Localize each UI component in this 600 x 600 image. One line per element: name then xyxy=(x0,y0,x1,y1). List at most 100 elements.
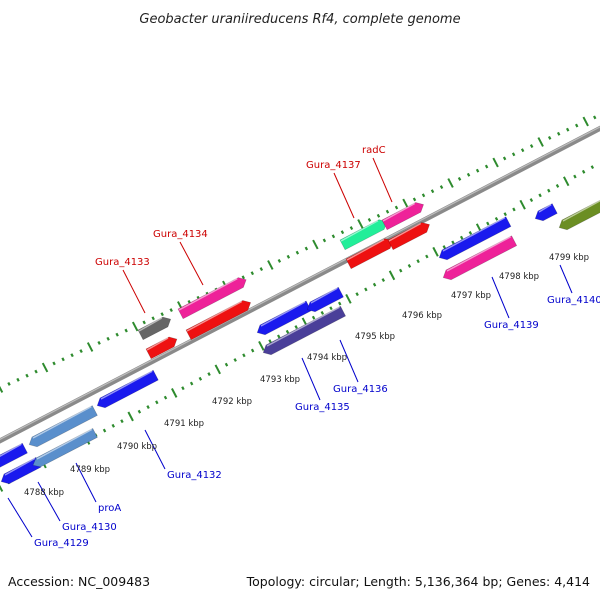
minor-tick xyxy=(466,172,471,177)
minor-tick xyxy=(529,144,534,149)
minor-tick xyxy=(503,212,507,217)
leader-line xyxy=(75,462,97,503)
kbp-label: 4796 kbp xyxy=(402,311,442,321)
gene-block-highlight xyxy=(138,317,163,332)
major-tick xyxy=(582,116,589,127)
minor-tick xyxy=(484,164,489,169)
minor-tick xyxy=(250,271,255,276)
gene-block xyxy=(177,277,247,320)
gene-block-highlight xyxy=(146,337,169,351)
backbone-line xyxy=(0,125,600,444)
kbp-label: 4793 kbp xyxy=(260,375,300,385)
gene-block xyxy=(28,405,98,448)
minor-tick xyxy=(25,373,29,378)
gene-block xyxy=(96,369,159,409)
major-tick xyxy=(432,246,439,257)
minor-tick xyxy=(451,240,455,245)
map-title: Geobacter uraniireducens Rf4, complete g… xyxy=(139,12,460,27)
gene-block xyxy=(387,222,430,251)
minor-tick xyxy=(593,115,597,120)
summary-text: Topology: circular; Length: 5,136,364 bp… xyxy=(246,574,590,589)
gene-block xyxy=(0,442,28,468)
minor-tick xyxy=(457,176,462,181)
minor-tick xyxy=(207,372,211,377)
major-tick xyxy=(0,385,4,393)
gene-label: Gura_4136 xyxy=(333,384,388,395)
gene-block-highlight xyxy=(310,287,338,304)
minor-tick xyxy=(16,377,20,382)
minor-tick xyxy=(242,353,246,358)
minor-tick xyxy=(224,362,229,367)
minor-tick xyxy=(294,325,298,329)
gene-label: proA xyxy=(98,503,121,514)
gene-label: Gura_4137 xyxy=(306,160,361,171)
minor-tick xyxy=(277,334,281,339)
gene-label: Gura_4134 xyxy=(153,229,208,240)
major-tick xyxy=(0,484,4,492)
minor-tick xyxy=(331,234,336,239)
major-tick xyxy=(447,178,454,188)
minor-tick xyxy=(416,259,420,264)
minor-tick xyxy=(364,287,368,292)
minor-tick xyxy=(468,231,473,235)
kbp-label: 4792 kbp xyxy=(212,397,252,407)
minor-tick xyxy=(146,405,150,409)
minor-tick xyxy=(425,254,429,259)
gene-block-highlight xyxy=(382,202,416,222)
major-tick xyxy=(492,157,499,168)
kbp-label: 4795 kbp xyxy=(355,332,395,342)
gene-block xyxy=(262,305,346,356)
major-tick xyxy=(171,388,178,398)
minor-tick xyxy=(520,148,525,153)
kbp-label: 4789 kbp xyxy=(70,465,110,475)
major-tick xyxy=(537,137,544,147)
gene-label: Gura_4129 xyxy=(34,538,89,549)
minor-tick xyxy=(538,193,542,198)
major-tick xyxy=(402,198,409,209)
leader-lines xyxy=(7,157,573,538)
kbp-label: 4790 kbp xyxy=(117,442,157,452)
gene-block-highlight xyxy=(266,306,340,347)
minor-tick xyxy=(547,135,552,140)
gene-label: Gura_4130 xyxy=(62,522,117,533)
gene-label: Gura_4135 xyxy=(295,402,350,413)
minor-tick xyxy=(494,216,499,221)
gene-block xyxy=(558,199,600,231)
minor-tick xyxy=(187,299,191,304)
gene-block xyxy=(137,316,172,341)
major-tick xyxy=(41,362,49,373)
leader-line xyxy=(559,264,573,294)
kbp-label: 4788 kbp xyxy=(24,488,64,498)
gene-block-highlight xyxy=(178,277,238,311)
minor-tick xyxy=(475,168,480,173)
major-tick xyxy=(127,411,134,422)
minor-tick xyxy=(486,221,490,226)
minor-tick xyxy=(556,131,561,136)
gene-label: Gura_4132 xyxy=(167,470,222,481)
minor-tick xyxy=(459,235,464,240)
minor-tick xyxy=(502,156,507,161)
minor-tick xyxy=(355,292,359,297)
feature-track xyxy=(0,199,600,485)
kbp-label: 4794 kbp xyxy=(307,353,347,363)
gene-block xyxy=(185,300,252,341)
gene-block-highlight xyxy=(346,239,385,261)
leader-line xyxy=(339,339,359,383)
minor-tick xyxy=(285,329,290,334)
accession-text: Accession: NC_009483 xyxy=(8,574,150,589)
gene-block xyxy=(438,216,512,261)
minor-tick xyxy=(250,348,255,353)
gene-block xyxy=(145,336,178,360)
leader-line xyxy=(179,241,204,286)
minor-tick xyxy=(367,217,372,222)
gene-label: Gura_4133 xyxy=(95,257,150,268)
gene-label: radC xyxy=(362,145,386,156)
minor-tick xyxy=(376,213,381,218)
minor-tick xyxy=(430,189,435,194)
minor-tick xyxy=(398,268,403,273)
gene-block xyxy=(306,286,344,313)
leader-line xyxy=(491,276,510,319)
